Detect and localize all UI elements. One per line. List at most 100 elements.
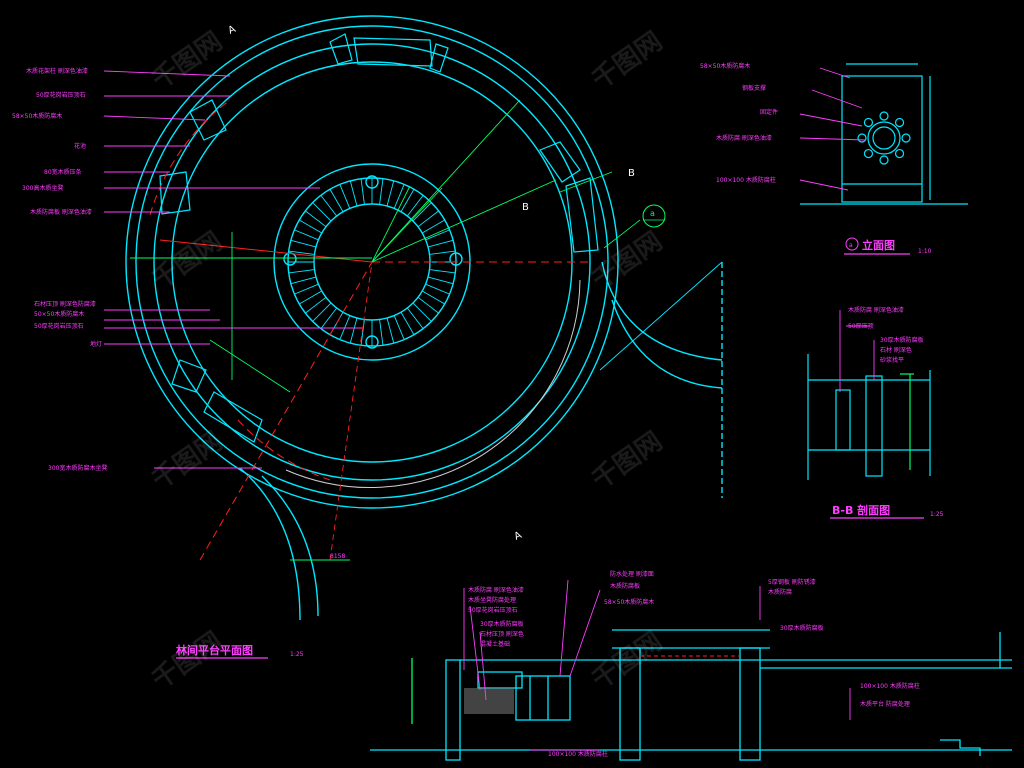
platform-tick (379, 319, 384, 346)
elevation-title-block: a 立面图 1:10 (844, 237, 932, 255)
platform-tick (412, 302, 432, 322)
platform-tick (299, 290, 322, 305)
section-aa-mid-2: 木质防腐板 (610, 582, 640, 590)
section-bb-title: B-B 剖面图 (832, 503, 890, 517)
section-bb-leaders (839, 310, 875, 392)
plan-labels: 木质花架柱 刷深色油漆 50厚花岗岩压顶石 58×50木质防腐木 花池 80宽木… (12, 67, 345, 560)
section-aa-right-1: 5厚钢板 刷防锈漆 (768, 578, 816, 586)
plan-label-5: 80宽木质压条 (44, 168, 82, 176)
platform-tick (379, 178, 384, 205)
elevation-title-prefix: a (849, 242, 853, 249)
section-bb-scale: 1:25 (930, 511, 944, 518)
platform-tick (339, 184, 351, 209)
section-bb-labels: 木质防腐 刷深色油漆 50厚压顶 30厚木质防腐板 石材 刷深色 砂浆找平 (848, 306, 924, 364)
plan-label-4: 花池 (74, 142, 86, 150)
plan-label-8: 石材压顶 刷深色防腐漆 (34, 300, 96, 308)
section-aa-left-2: 木质坐凳防腐处理 (468, 596, 516, 604)
platform-tick (393, 184, 405, 209)
bolt-hole (894, 148, 905, 159)
platform-tick (299, 219, 322, 234)
elevation-label-5: 100×100 木质防腐柱 (716, 176, 776, 184)
section-aa-right-3: 30厚木质防腐板 (780, 624, 824, 632)
callout-letter: a (650, 209, 655, 218)
section-aa-leaders (463, 579, 851, 751)
section-bb-view (807, 354, 931, 480)
elevation-view (800, 63, 968, 205)
platform-tick (425, 283, 450, 295)
plan-label-1: 木质花架柱 刷深色油漆 (26, 67, 88, 75)
platform-tick (412, 202, 432, 222)
plan-label-11: 地灯 (90, 340, 102, 348)
platform-tick (425, 229, 450, 241)
platform-tick (312, 302, 332, 322)
callout-circle (642, 204, 666, 228)
plan-title-block: 林间平台平面图 1:25 (176, 643, 304, 659)
post-east (449, 252, 463, 266)
platform-tick (305, 296, 327, 314)
bolt-hole (863, 117, 874, 128)
right-path (601, 261, 723, 361)
section-aa-bottom: 100×100 木质防腐柱 (548, 750, 608, 758)
platform-tick (329, 189, 344, 212)
plan-label-10: 50厚花岗岩压顶石 (34, 322, 84, 330)
platform-tick (386, 317, 395, 344)
platform-tick (417, 210, 439, 228)
bolt-hole (901, 133, 911, 143)
bolt-hole (879, 111, 889, 121)
platform-tick (312, 202, 332, 222)
section-aa-right-4: 100×100 木质防腐柱 (860, 682, 920, 690)
elevation-scale: 1:10 (918, 248, 932, 255)
plan-label-bottom: 300宽木质防腐木坐凳 (48, 464, 107, 472)
lower-left-path (239, 467, 301, 621)
plan-dim-text: 8158 (330, 553, 345, 560)
section-mark-b-left: B (522, 202, 529, 213)
plan-label-3: 58×50木质防腐木 (12, 112, 62, 120)
watermark-5: 千图网 (147, 426, 228, 495)
outer-ring-inner (135, 25, 609, 499)
platform-tick (429, 269, 456, 274)
elevation-label-2: 钢板支撑 (742, 84, 766, 92)
bolt-ring (857, 111, 911, 165)
section-bb-label-4: 石材 刷深色 (880, 346, 912, 354)
right-path-inner (611, 299, 723, 389)
section-bb-label-5: 砂浆找平 (880, 356, 904, 364)
platform-tick (400, 189, 415, 212)
platform-tick (288, 269, 315, 274)
platform-tick (427, 239, 454, 248)
section-aa-left-1: 木质防腐 刷深色油漆 (468, 586, 524, 594)
plan-title: 林间平台平面图 (176, 643, 253, 657)
platform-tick (290, 239, 317, 248)
section-aa-right-5: 木质平台 防腐处理 (860, 700, 910, 708)
platform-tick (422, 290, 445, 305)
platform-tick (386, 180, 395, 207)
section-aa-mid-3: 58×50木质防腐木 (604, 598, 654, 606)
stone-hatch (464, 688, 514, 714)
center-lines (149, 99, 590, 561)
platform-tick (427, 276, 454, 285)
bolt-hole (863, 148, 874, 159)
elevation-label-1: 58×50木质防腐木 (700, 62, 750, 70)
watermark-6: 千图网 (587, 426, 668, 495)
platform-tick (406, 307, 424, 329)
watermark-7: 千图网 (147, 626, 228, 695)
section-mark-a-top: A (227, 24, 238, 37)
section-mark-a-bottom: A (513, 530, 524, 543)
platform-tick (360, 178, 365, 205)
post-west (283, 252, 297, 266)
section-aa-labels: 木质防腐 刷深色油漆 木质坐凳防腐处理 50厚花岗岩压顶石 30厚木质防腐板 石… (468, 570, 920, 758)
platform-tick (290, 276, 317, 285)
section-bb-label-2: 50厚压顶 (848, 323, 874, 330)
plan-label-6: 300高木质坐凳 (22, 184, 63, 192)
elevation-label-3: 固定件 (760, 108, 778, 116)
platform-tick (400, 312, 415, 335)
section-mark-b-right: B (628, 168, 635, 179)
platform-tick (349, 180, 358, 207)
bolt-hole (879, 155, 889, 165)
section-aa-mid-1: 防水处理 刷漆面 (610, 570, 654, 578)
bolt-hole (894, 117, 905, 128)
dimension-lines (130, 99, 557, 561)
plan-label-7: 木质防腐板 刷深色油漆 (30, 208, 92, 216)
watermark-4: 千图网 (587, 226, 668, 295)
section-aa-left-6: 混凝土基础 (480, 640, 510, 648)
